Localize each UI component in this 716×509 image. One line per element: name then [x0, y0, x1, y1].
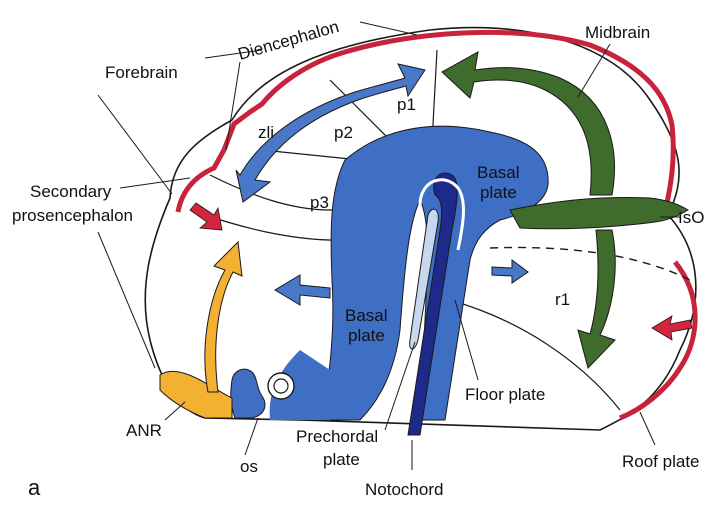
label-secondary: Secondary	[30, 182, 112, 201]
optic-stalk-inner	[274, 379, 288, 393]
panel-label: a	[28, 475, 41, 500]
leader-anr	[165, 402, 185, 420]
label-p2: p2	[334, 123, 353, 142]
label-iso: IsO	[678, 208, 704, 227]
label-anr: ANR	[126, 421, 162, 440]
leader-diencephalon-top	[360, 22, 417, 35]
label-basal-plate-upper-2: plate	[480, 183, 517, 202]
label-r1: r1	[555, 290, 570, 309]
label-basal-plate-lower-1: Basal	[345, 306, 388, 325]
label-zli: zli	[258, 123, 274, 142]
label-basal-plate-upper-1: Basal	[477, 163, 520, 182]
label-prechordal-1: Prechordal	[296, 427, 378, 446]
label-os: os	[240, 457, 258, 476]
leader-forebrain-a	[98, 95, 172, 194]
leader-roof-plate	[640, 412, 655, 445]
label-p3: p3	[310, 193, 329, 212]
label-floor-plate: Floor plate	[465, 385, 545, 404]
label-roof-plate: Roof plate	[622, 452, 700, 471]
label-notochord: Notochord	[365, 480, 443, 499]
label-basal-plate-lower-2: plate	[348, 326, 385, 345]
label-midbrain: Midbrain	[585, 23, 650, 42]
label-prechordal-2: plate	[323, 450, 360, 469]
label-prosencephalon: prosencephalon	[12, 206, 133, 225]
leader-os	[245, 418, 258, 455]
label-p1: p1	[397, 95, 416, 114]
label-forebrain: Forebrain	[105, 63, 178, 82]
